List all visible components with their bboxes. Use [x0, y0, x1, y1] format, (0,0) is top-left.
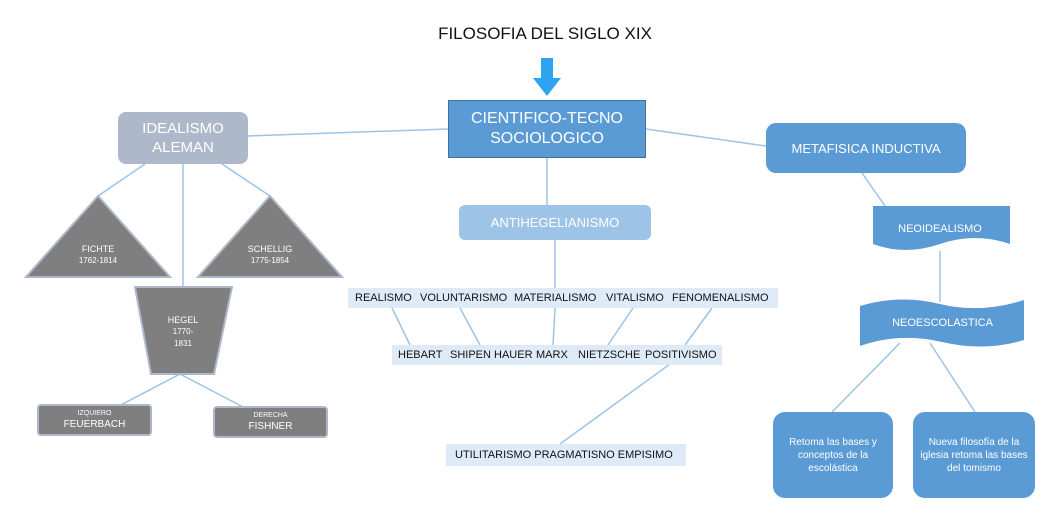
cientifico-tecno-sociologico-node: CIENTIFICO-TECNO SOCIOLOGICO [448, 100, 646, 158]
connector [929, 342, 976, 413]
author-marx: MARX [536, 349, 568, 361]
metafisica-inductiva-node: METAFISICA INDUCTIVA [766, 123, 966, 173]
current-voluntarismo: VOLUNTARISMO [420, 292, 508, 304]
schellig-triangle [195, 194, 345, 278]
hegel-trapezoid [133, 286, 234, 375]
antihegelianismo-node: ANTIHEGELIANISMO [459, 205, 651, 240]
current-materialismo: MATERIALISMO [514, 292, 597, 304]
schellig-label: SCHELLIG 1775-1854 [230, 243, 310, 267]
center-line2: SOCIOLOGICO [490, 130, 604, 147]
neoidealismo-shape [873, 206, 1010, 250]
izquierdo-big: FEUERBACH [63, 419, 126, 430]
hegel-label: HEGEL 1770- 1831 [148, 314, 218, 350]
neoescolastica-label: NEOESCOLASTICA [892, 317, 993, 329]
author-hebart: HEBART [398, 349, 443, 361]
current-fenomenalismo: FENOMENALISMO [672, 292, 769, 304]
neoidealismo-label: NEOIDEALISMO [898, 222, 982, 235]
schellig-name: SCHELLIG [247, 244, 293, 254]
author-nietzsche: NIETZSCHE [578, 349, 641, 361]
izquierdo-box: IZQUIERO FEUERBACH [37, 404, 152, 436]
down-arrow-icon [533, 58, 561, 96]
connector [179, 373, 246, 409]
derecha-box: DERECHA FISHNER [213, 406, 328, 438]
hegel-years-end: 1831 [174, 339, 192, 348]
schellig-years: 1775-1854 [250, 256, 290, 265]
derecha-big: FISHNER [248, 421, 293, 432]
hegel-years-start: 1770- [172, 327, 194, 336]
connector [247, 128, 449, 137]
authors-band [392, 345, 722, 365]
page-title: FILOSOFIA DEL SIGLO XIX [438, 24, 652, 43]
fichte-years: 1762-1814 [78, 256, 118, 265]
nueva-filosofia-box: Nueva filosofía de la iglesia retoma las… [913, 412, 1035, 498]
center-line1: CIENTIFICO-TECNO [471, 110, 623, 127]
izquierdo-small: IZQUIERO [77, 410, 112, 417]
fichte-triangle [23, 194, 173, 278]
connector [645, 128, 767, 147]
hegel-name: HEGEL [167, 315, 199, 325]
connector [861, 172, 886, 207]
connector [97, 163, 146, 197]
idealismo-aleman-node: IDEALISMO ALEMAN [118, 112, 248, 164]
idealismo-line1: IDEALISMO [142, 120, 224, 137]
connector [559, 363, 671, 445]
author-shipen-hauer: SHIPEN HAUER [450, 349, 533, 361]
current-realismo: REALISMO [355, 292, 412, 304]
author-positivismo: POSITIVISMO [645, 349, 717, 361]
connector [221, 163, 271, 197]
connector [459, 307, 481, 346]
connector [114, 373, 181, 409]
current-vitalismo: VITALISMO [606, 292, 664, 304]
utilitarismo-band [446, 444, 686, 466]
currents-band [348, 288, 778, 308]
fichte-label: FICHTE 1762-1814 [58, 243, 138, 267]
retoma-bases-box: Retoma las bases y conceptos de la escol… [773, 412, 893, 498]
fichte-name: FICHTE [81, 244, 115, 254]
utilitarismo-text: UTILITARISMO PRAGMATISNO EMPISIMO [455, 449, 673, 461]
connector [607, 307, 634, 346]
idealismo-line2: ALEMAN [152, 139, 214, 156]
connector [684, 307, 713, 346]
connector [391, 307, 411, 346]
connector [552, 307, 556, 346]
connector [831, 342, 901, 413]
neoescolastica-shape [860, 299, 1024, 347]
derecha-small: DERECHA [253, 412, 288, 419]
